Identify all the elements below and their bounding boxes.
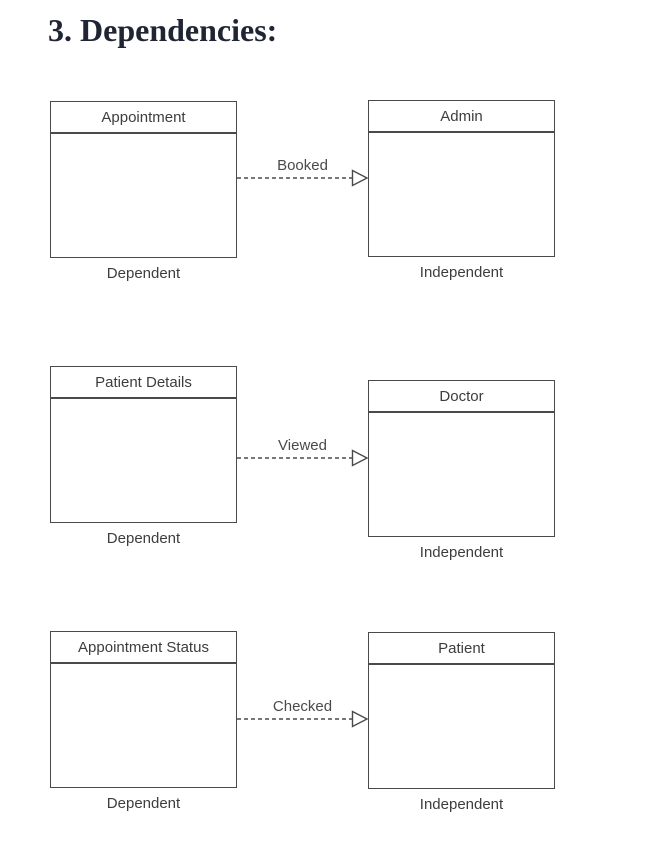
entity-title: Admin	[369, 101, 554, 133]
entity-title: Appointment	[51, 102, 236, 134]
entity-body	[369, 133, 554, 256]
entity-box: Appointment	[50, 101, 237, 258]
entity-body	[369, 665, 554, 788]
dependency-arrow-label: Viewed	[278, 437, 327, 454]
entity-title: Doctor	[369, 381, 554, 413]
role-label: Independent	[419, 544, 504, 561]
role-label: Independent	[419, 796, 504, 813]
entity-doctor: Doctor Independent	[368, 380, 555, 561]
open-triangle-arrowhead-icon	[351, 169, 368, 187]
open-triangle-arrowhead-icon	[351, 710, 368, 728]
dependency-arrow-label: Booked	[277, 157, 328, 174]
entity-title: Appointment Status	[51, 632, 236, 664]
page-title: 3. Dependencies:	[48, 12, 278, 48]
entity-title: Patient	[369, 633, 554, 665]
entity-box: Doctor	[368, 380, 555, 537]
entity-body	[51, 134, 236, 257]
entity-admin: Admin Independent	[368, 100, 555, 281]
open-triangle-arrowhead-icon	[351, 449, 368, 467]
entity-title: Patient Details	[51, 367, 236, 399]
entity-body	[51, 399, 236, 522]
role-label: Dependent	[106, 265, 181, 282]
entity-box: Appointment Status	[50, 631, 237, 788]
entity-appointment: Appointment Dependent	[50, 101, 237, 282]
entity-patient-details: Patient Details Dependent	[50, 366, 237, 547]
dependency-arrow	[237, 169, 368, 187]
entity-box: Patient Details	[50, 366, 237, 523]
entity-patient: Patient Independent	[368, 632, 555, 813]
dependency-arrow	[237, 449, 368, 467]
role-label: Independent	[419, 264, 504, 281]
entity-appointment-status: Appointment Status Dependent	[50, 631, 237, 812]
entity-body	[369, 413, 554, 536]
entity-box: Patient	[368, 632, 555, 789]
dependency-arrow-label: Checked	[272, 698, 333, 715]
entity-box: Admin	[368, 100, 555, 257]
entity-body	[51, 664, 236, 787]
dependency-arrow	[237, 710, 368, 728]
role-label: Dependent	[106, 530, 181, 547]
role-label: Dependent	[106, 795, 181, 812]
